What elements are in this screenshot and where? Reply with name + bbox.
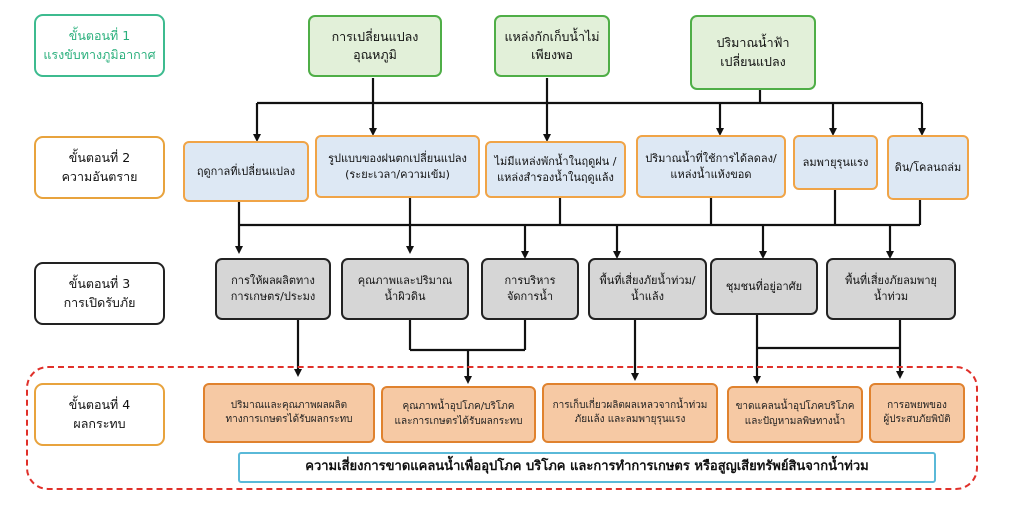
exposure-surface-water: คุณภาพและปริมาณ น้ำผิวดิน xyxy=(341,258,469,320)
impact-water-shortage: ขาดแคลนน้ำอุปโภคบริโภค และปัญหามลพิษทางน… xyxy=(727,386,863,443)
impact-agricultural-output: ปริมาณและคุณภาพผลผลิต ทางการเกษตรได้รับผ… xyxy=(203,383,375,443)
impact-harvest-loss: การเก็บเกี่ยวผลิตผลเหลวจากน้ำท่วม ภัยแล้… xyxy=(542,383,718,443)
stage-2-label: ขั้นตอนที่ 2 ความอันตราย xyxy=(34,136,165,199)
exposure-residential-community: ชุมชนที่อยู่อาศัย xyxy=(710,258,818,315)
stage-1-label: ขั้นตอนที่ 1 แรงขับทางภูมิอากาศ xyxy=(34,14,165,77)
impact-evacuation: การอพยพของ ผู้ประสบภัยพิบัติ xyxy=(869,383,965,443)
stage-3-label: ขั้นตอนที่ 3 การเปิดรับภัย xyxy=(34,262,165,325)
exposure-flood-drought-area: พื้นที่เสี่ยงภัยน้ำท่วม/ น้ำแล้ง xyxy=(588,258,707,320)
driver-insufficient-storage: แหล่งกักเก็บน้ำไม่ เพียงพอ xyxy=(494,15,610,77)
risk-summary: ความเสี่ยงการขาดแคลนน้ำเพื่ออุปโภค บริโภ… xyxy=(238,452,936,483)
hazard-rainfall-pattern: รูปแบบของฝนตกเปลี่ยนแปลง (ระยะเวลา/ความเ… xyxy=(315,135,480,198)
driver-temperature-change: การเปลี่ยนแปลง อุณหภูมิ xyxy=(308,15,442,77)
driver-precipitation-change: ปริมาณน้ำฟ้า เปลี่ยนแปลง xyxy=(690,15,816,90)
exposure-storm-flood-area: พื้นที่เสี่ยงภัยลมพายุ น้ำท่วม xyxy=(826,258,956,320)
stage-4-label: ขั้นตอนที่ 4 ผลกระทบ xyxy=(34,383,165,446)
hazard-no-water-reserve: ไม่มีแหล่งพักน้ำในฤดูฝน / แหล่งสำรองน้ำใ… xyxy=(485,141,626,198)
exposure-water-management: การบริหาร จัดการน้ำ xyxy=(481,258,579,320)
hazard-landslide: ดิน/โคลนถล่ม xyxy=(887,135,969,200)
exposure-agricultural-yield: การให้ผลผลิตทาง การเกษตร/ประมง xyxy=(215,258,331,320)
hazard-severe-storm: ลมพายุรุนแรง xyxy=(793,135,878,190)
hazard-reduced-water: ปริมาณน้ำที่ใช้การได้ลดลง/ แหล่งน้ำแห้งข… xyxy=(636,135,786,198)
hazard-changing-seasons: ฤดูกาลที่เปลี่ยนแปลง xyxy=(183,141,309,202)
impact-region-border xyxy=(26,366,978,490)
impact-water-quality: คุณภาพน้ำอุปโภค/บริโภค และการเกษตรได้รับ… xyxy=(381,386,536,443)
